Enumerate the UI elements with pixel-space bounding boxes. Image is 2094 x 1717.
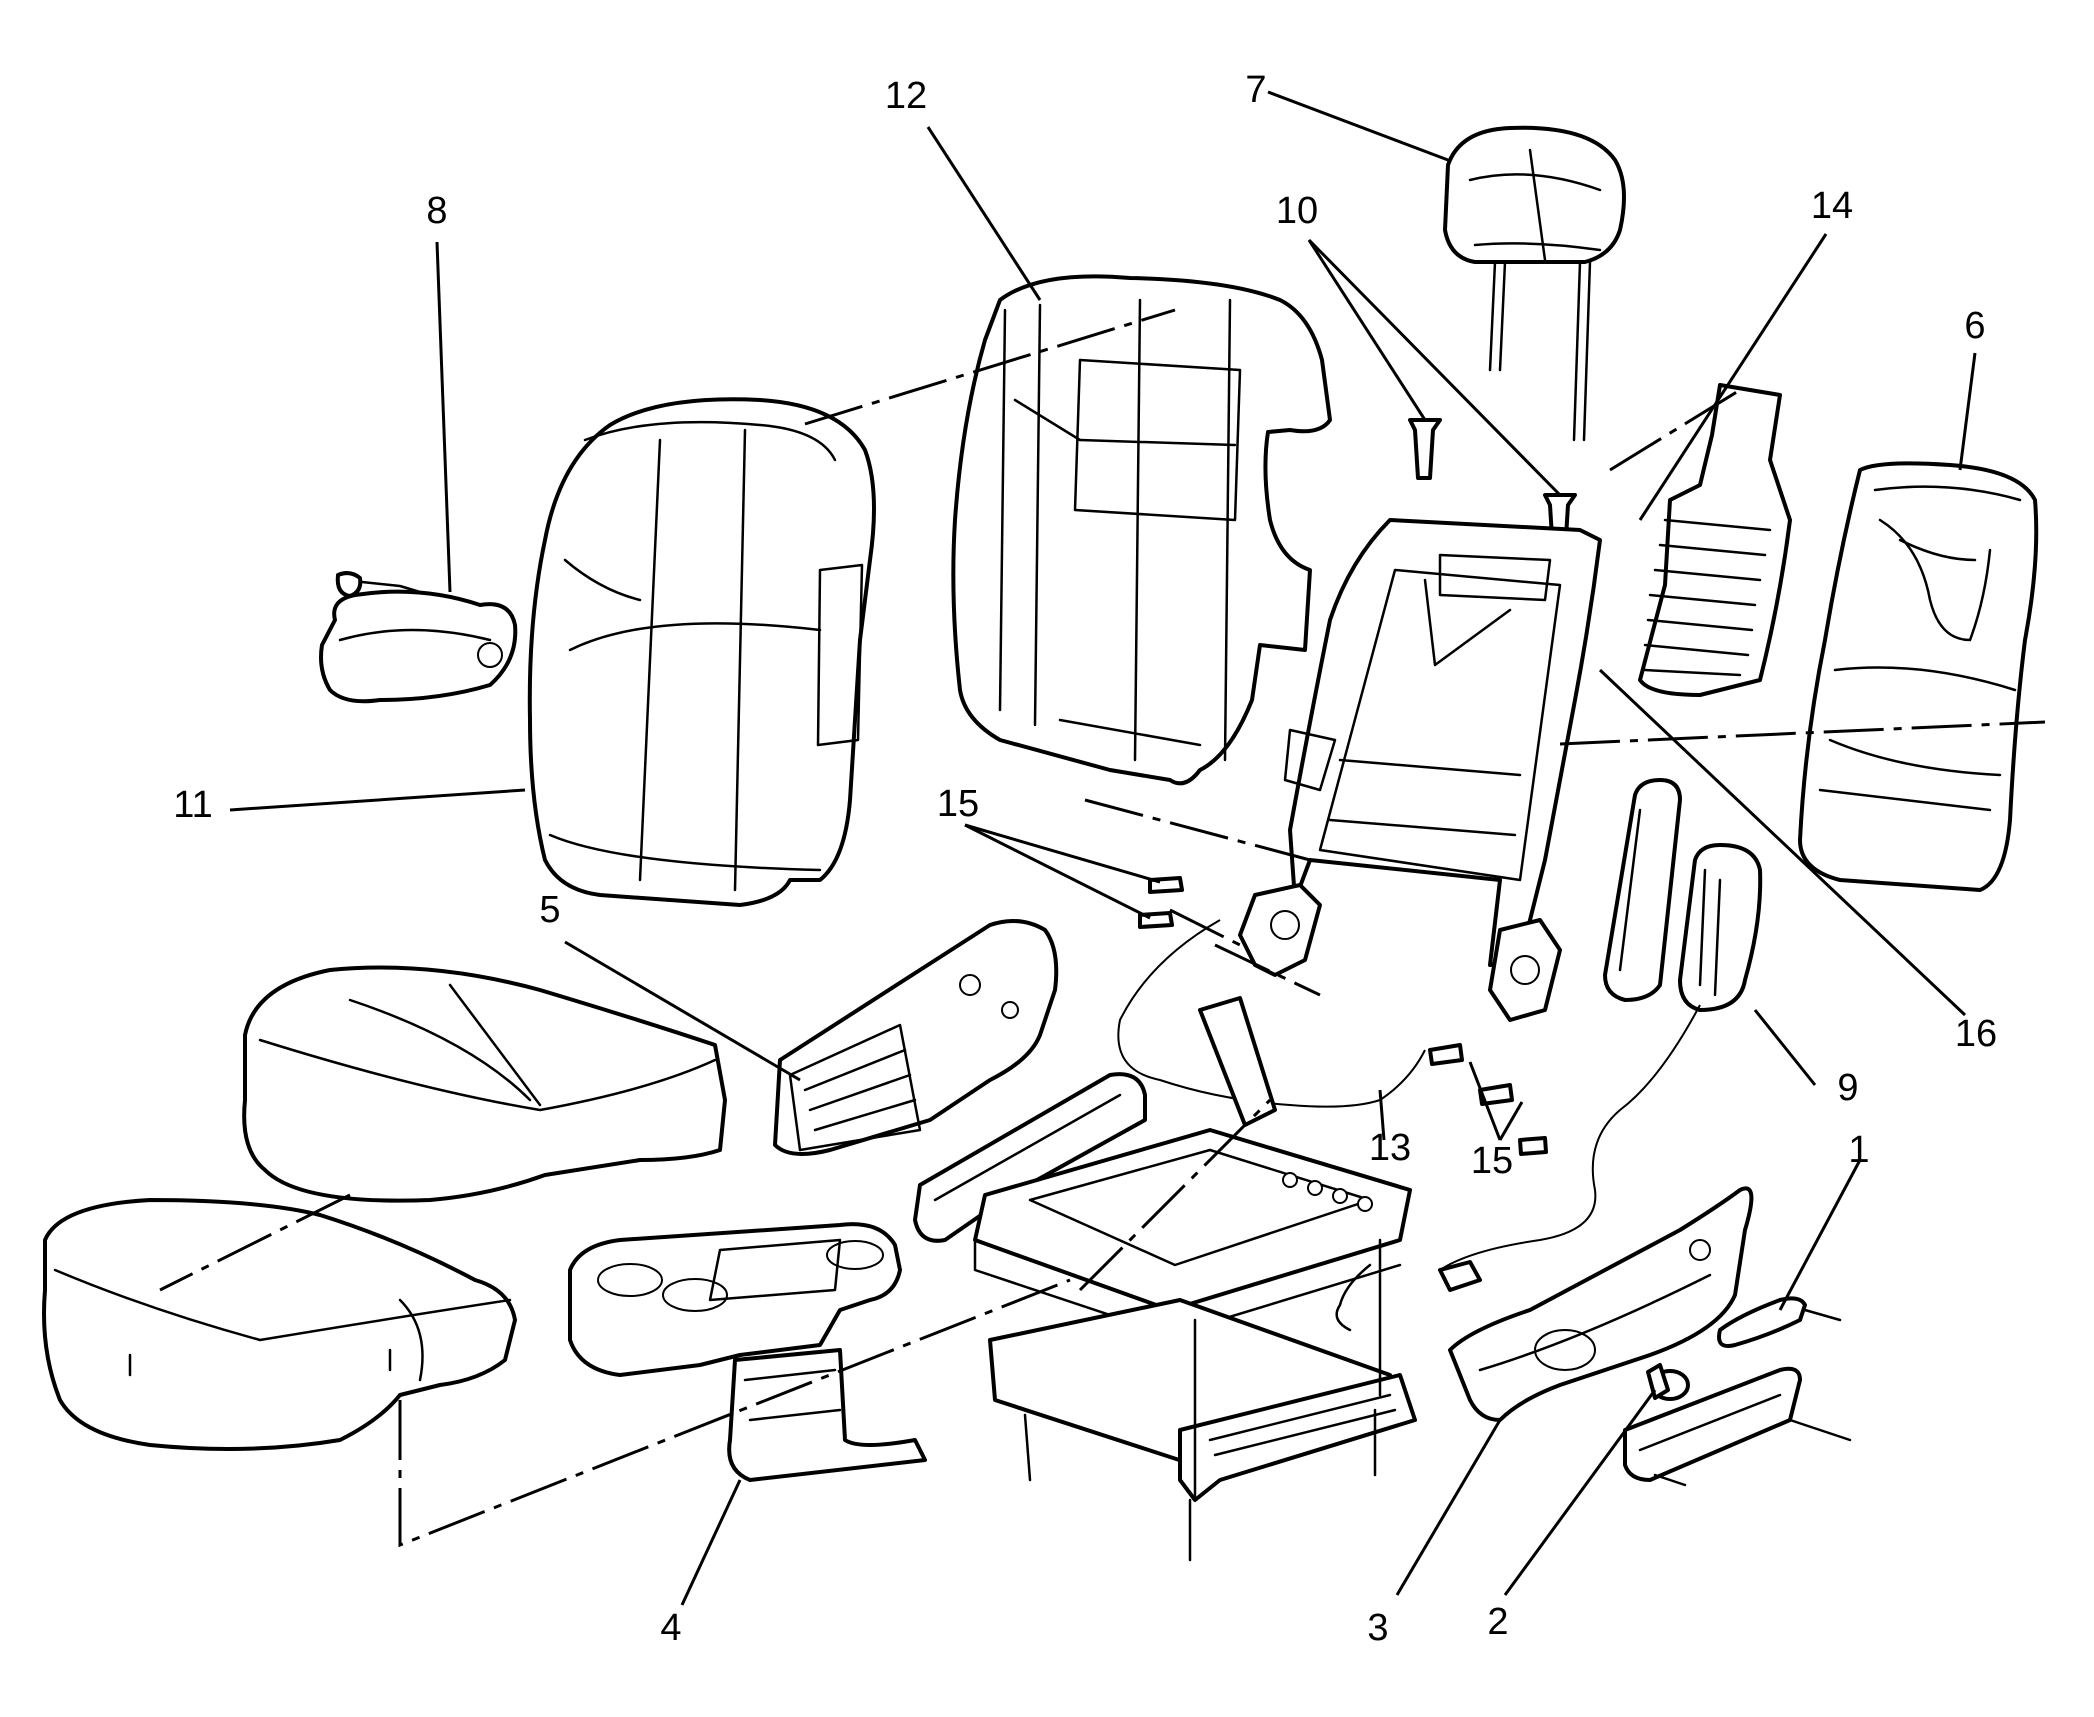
switch-part — [1717, 1296, 1842, 1348]
headrest-part — [1443, 125, 1626, 442]
support-bar-part — [1198, 996, 1277, 1127]
seatback-rear-panel-part — [1798, 461, 2039, 892]
seatback-cover-part — [527, 397, 876, 907]
bolts-upper-part — [1138, 876, 1184, 929]
recliner-cover-part — [1678, 843, 1763, 1012]
callout-12: 12 — [885, 75, 927, 117]
callout-8: 8 — [426, 190, 447, 232]
seat-frame-part — [973, 1128, 1412, 1337]
callout-1: 1 — [1848, 1129, 1869, 1171]
seatback-foam-part — [951, 274, 1332, 786]
alignment-lines — [159, 308, 2046, 1548]
callout-11: 11 — [173, 784, 212, 826]
callout-10: 10 — [1276, 190, 1318, 232]
recliner-bracket-part — [1238, 883, 1562, 1022]
callout-9: 9 — [1837, 1067, 1858, 1109]
bolts-lower-part — [1428, 1043, 1548, 1156]
seatback-frame-part — [1283, 518, 1602, 967]
seat-side-shield-left-part — [773, 919, 1059, 1156]
knob-part — [1646, 1363, 1690, 1401]
callout-7: 7 — [1245, 69, 1266, 111]
seat-side-shield-right-part — [1448, 1186, 1754, 1422]
leader-lines — [229, 90, 1977, 1606]
callout-3: 3 — [1367, 1607, 1388, 1649]
callout-15-lower: 15 — [1471, 1140, 1513, 1182]
callout-labels: 7 12 8 10 14 6 11 15 5 9 16 13 15 1 4 3 … — [173, 69, 1997, 1649]
callout-13: 13 — [1369, 1127, 1411, 1169]
recliner-side-trim-part — [1603, 778, 1682, 1002]
callout-4: 4 — [660, 1607, 681, 1649]
seat-frame-side-rail-part — [913, 1072, 1147, 1243]
callout-2: 2 — [1487, 1601, 1508, 1643]
callout-14: 14 — [1811, 185, 1853, 227]
seat-cushion-upper-part — [242, 965, 727, 1203]
console-part — [568, 1222, 927, 1482]
outer-trim-part — [1623, 1366, 1852, 1487]
callout-6: 6 — [1964, 305, 1985, 347]
lumbar-panel-part — [1638, 383, 1792, 697]
seat-cushion-lower-part — [42, 1198, 517, 1451]
callout-16: 16 — [1955, 1013, 1997, 1055]
seat-track-part — [988, 1238, 1417, 1562]
wire-harness-part — [1335, 1260, 1482, 1332]
armrest-part — [319, 571, 518, 704]
callout-5: 5 — [539, 889, 560, 931]
callout-15-upper: 15 — [937, 783, 979, 825]
